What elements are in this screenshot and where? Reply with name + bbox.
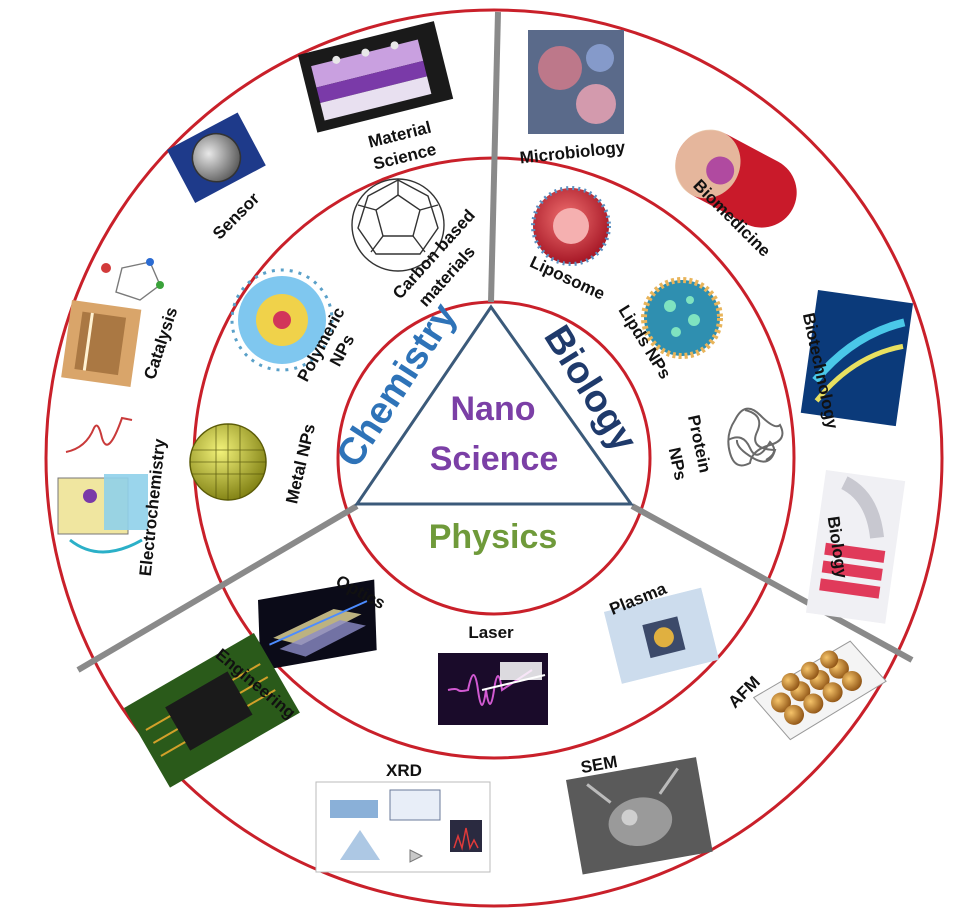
liposome-icon <box>531 186 611 266</box>
fullerene-icon <box>351 178 445 272</box>
physics-label: Physics <box>429 518 558 556</box>
divider-top <box>488 11 501 303</box>
catalysis-diagram-icon <box>101 258 164 301</box>
center-triangle <box>354 304 634 506</box>
afm-image <box>752 640 887 741</box>
xrd-diagram <box>315 781 491 873</box>
xrd-label: XRD <box>386 761 422 780</box>
biomedicine-image <box>675 129 797 228</box>
divider-right <box>630 503 914 663</box>
laser-label: Laser <box>468 623 514 642</box>
optics-image <box>258 579 377 671</box>
lipid-np-icon <box>641 277 723 359</box>
microbiology-image <box>528 30 624 134</box>
electrochemistry-diagram-icon <box>57 416 148 554</box>
catalysis-image <box>61 300 142 387</box>
biology-lab-image <box>805 470 906 624</box>
center-science-label: Science <box>430 440 559 478</box>
center-nano-label: Nano <box>451 390 536 428</box>
sem-image <box>566 757 713 875</box>
plasma-image <box>604 587 719 684</box>
divider-left <box>76 503 359 673</box>
sensor-image <box>167 112 266 203</box>
protein-np-icon <box>727 407 784 467</box>
material-science-image <box>298 21 454 133</box>
engineering-image <box>124 633 300 788</box>
polymeric-np-icon <box>230 268 334 372</box>
laser-image <box>438 653 548 725</box>
biotechnology-image <box>800 290 914 427</box>
metal-np-icon <box>189 423 267 501</box>
